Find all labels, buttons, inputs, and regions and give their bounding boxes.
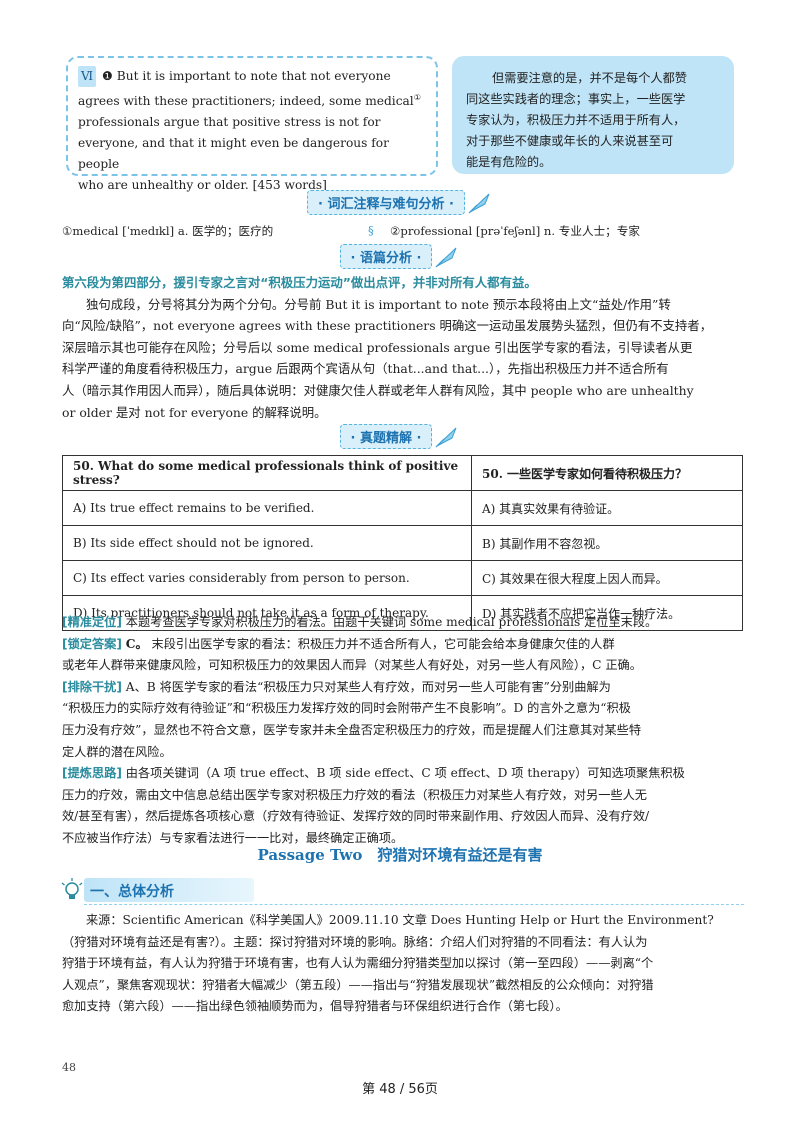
discourse-line: 独句成段，分号将其分为两个分句。分号前 But it is important … xyxy=(86,296,671,312)
heading-divider xyxy=(84,904,744,905)
translation-line: 专家认为，积极压力并不适用于所有人， xyxy=(466,113,686,127)
vocab-notes: ①medical [ˈmedɪkl] a. 医学的；医疗的 § ②profess… xyxy=(62,223,742,239)
heading-bar: 一、总体分析 xyxy=(84,878,254,902)
option-en: C) Its effect varies considerably from p… xyxy=(62,560,472,596)
passage-line-2: agrees with these practitioners; indeed,… xyxy=(78,93,421,109)
discourse-analysis: 第六段为第四部分，援引专家之言对“积极压力运动”做出点评，并非对所有人都有益。 … xyxy=(62,272,752,423)
page-number: 48 xyxy=(62,1061,76,1074)
vocab-item-professional: ②professional [prəˈfeʃənl] n. 专业人士；专家 xyxy=(390,224,640,238)
quill-icon xyxy=(436,247,457,267)
answer-label: [锁定答案] xyxy=(62,636,122,651)
translation-line: 同这些实践者的理念；事实上，一些医学 xyxy=(466,92,686,106)
passage-paragraph-box: Ⅵ ❶ But it is important to note that not… xyxy=(66,56,438,192)
section-title: · 语篇分析 · xyxy=(339,244,433,269)
answer-line: [锁定答案] C。 末段引出医学专家的看法：积极压力并不适合所有人，它可能会给本… xyxy=(62,636,615,651)
option-zh: D) 其实践者不应把它当作一种疗法。 xyxy=(471,595,743,631)
discourse-line: or older 是对 not for everyone 的解释说明。 xyxy=(62,404,327,420)
translation-box: 但需要注意的是，并不是每个人都赞 同这些实践者的理念；事实上，一些医学 专家认为… xyxy=(452,56,734,174)
table-row: B) Its side effect should not be ignored… xyxy=(62,525,743,561)
overall-line: 愈加支持（第六段）——指出绿色领袖顺势而为，倡导狩猎者与环保组织进行合作（第七段… xyxy=(62,999,568,1014)
option-en: D) Its practitioners should not take it … xyxy=(62,595,472,631)
answer-line-2: 或老年人群带来健康风险，可知积极压力的效果因人而异（对某些人有好处，对另一些人有… xyxy=(62,658,642,673)
refine-line: [提炼思路] 由各项关键词（A 项 true effect、B 项 side e… xyxy=(62,766,685,781)
sentence-number-icon: ❶ xyxy=(101,69,113,83)
translation-line: 能是有危险的。 xyxy=(466,155,552,169)
overall-line: 来源：Scientific American《科学美国人》2009.11.10 … xyxy=(86,913,714,927)
translation-line: 对于那些不健康或年长的人来说甚至可 xyxy=(466,134,674,148)
passage-line-3: professionals argue that positive stress… xyxy=(78,115,381,130)
exam-section-heading: · 真题精解 · xyxy=(0,424,800,449)
refine-line: 不应被当作疗法）与专家看法进行一一比对，最终确定正确项。 xyxy=(62,830,404,845)
discourse-summary: 第六段为第四部分，援引专家之言对“积极压力运动”做出点评，并非对所有人都有益。 xyxy=(62,275,537,290)
table-header-row: 50. What do some medical professionals t… xyxy=(62,455,743,491)
table-row: A) Its true effect remains to be verifie… xyxy=(62,490,743,526)
answer-letter: C。 xyxy=(125,636,148,651)
overall-line: 狩猎于环境有益，有人认为狩猎于环境有害，也有人认为需细分狩猎类型加以探讨（第一至… xyxy=(62,956,654,971)
vocab-item-medical: ①medical [ˈmedɪkl] a. 医学的；医疗的 xyxy=(62,224,274,238)
vocab-section-heading: · 词汇注释与难句分析 · xyxy=(0,190,800,215)
explanation: [精准定位] 本题考查医学专家对积极压力的看法。由题干关键词 some medi… xyxy=(62,612,752,850)
passage-line-4: everyone, and that it might even be dang… xyxy=(78,136,389,172)
exclude-line: [排除干扰] A、B 将医学专家的看法“积极压力只对某些人有疗效，而对另一些人可… xyxy=(62,679,611,694)
option-zh: C) 其效果在很大程度上因人而异。 xyxy=(471,560,743,596)
discourse-line: 人（暗示其作用因人而异），随后具体说明：对健康欠佳人群或老年人群有风险，其中 p… xyxy=(62,382,694,398)
section-title: · 词汇注释与难句分析 · xyxy=(307,190,465,215)
locate-line: [精准定位] 本题考查医学专家对积极压力的看法。由题干关键词 some medi… xyxy=(62,615,658,629)
overall-title: 一、总体分析 xyxy=(90,884,174,900)
passage-line-1: Ⅵ ❶ But it is important to note that not… xyxy=(78,66,426,87)
overall-line: （狩猎对环境有益还是有害?）。主题：探讨狩猎对环境的影响。脉络：介绍人们对狩猎的… xyxy=(62,934,648,949)
table-row: C) Its effect varies considerably from p… xyxy=(62,560,743,596)
discourse-line: 向“风险/缺陷”，not everyone agrees with these … xyxy=(62,318,713,334)
overall-analysis-heading: 一、总体分析 xyxy=(54,876,744,906)
option-zh: B) 其副作用不容忽视。 xyxy=(471,525,743,561)
quill-icon xyxy=(468,193,490,213)
refine-line: 压力的疗效，需由文中信息总结出医学专家对积极压力疗效的看法（积极压力对某些人有疗… xyxy=(62,787,647,802)
overall-line: 人观点”，聚焦客观现状：狩猎者大幅减少（第五段）——指出与“狩猎发展现状”截然相… xyxy=(62,977,654,992)
paragraph-tag: Ⅵ xyxy=(78,66,97,87)
exclude-line: “积极压力的实际疗效有待验证”和“积极压力发挥疗效的同时会附带产生不良影响”。D… xyxy=(62,701,631,716)
section-title: · 真题精解 · xyxy=(339,424,433,449)
discourse-line: 深层暗示其也可能存在风险；分号后以 some medical professio… xyxy=(62,339,693,355)
passage-line-5: who are unhealthy or older. [453 words] xyxy=(78,178,327,193)
lightbulb-icon xyxy=(61,878,83,899)
overall-analysis: 来源：Scientific American《科学美国人》2009.11.10 … xyxy=(62,910,752,1018)
exclude-label: [排除干扰] xyxy=(62,679,122,694)
discourse-section-heading: · 语篇分析 · xyxy=(0,244,800,269)
translation-line: 但需要注意的是，并不是每个人都赞 xyxy=(492,71,687,85)
question-en: 50. What do some medical professionals t… xyxy=(62,455,472,491)
quill-icon xyxy=(436,427,457,447)
discourse-line: 科学严谨的角度看待积极压力，argue 后跟两个宾语从句（that...and … xyxy=(62,361,669,377)
exclude-line: 定人群的潜在风险。 xyxy=(62,744,172,759)
refine-label: [提炼思路] xyxy=(62,766,122,781)
pager: 第 48 / 56页 xyxy=(362,1082,438,1097)
scroll-divider-icon: § xyxy=(368,223,374,237)
option-en: A) Its true effect remains to be verifie… xyxy=(62,490,472,526)
table-row: D) Its practitioners should not take it … xyxy=(62,595,743,631)
refine-line: 效/甚至有害），然后提炼各项核心意（疗效有待验证、发挥疗效的同时带来副作用、疗效… xyxy=(62,809,650,824)
locate-label: [精准定位] xyxy=(62,615,122,629)
question-table: 50. What do some medical professionals t… xyxy=(62,455,743,631)
passage-two-title: Passage Two 狩猎对环境有益还是有害 xyxy=(257,846,543,864)
exclude-line: 压力没有疗效”，显然也不符合文意，医学专家并未全盘否定积极压力的疗效，而是提醒人… xyxy=(62,722,642,737)
option-zh: A) 其真实效果有待验证。 xyxy=(471,490,743,526)
option-en: B) Its side effect should not be ignored… xyxy=(62,525,472,561)
question-zh: 50. 一些医学专家如何看待积极压力？ xyxy=(471,455,743,491)
